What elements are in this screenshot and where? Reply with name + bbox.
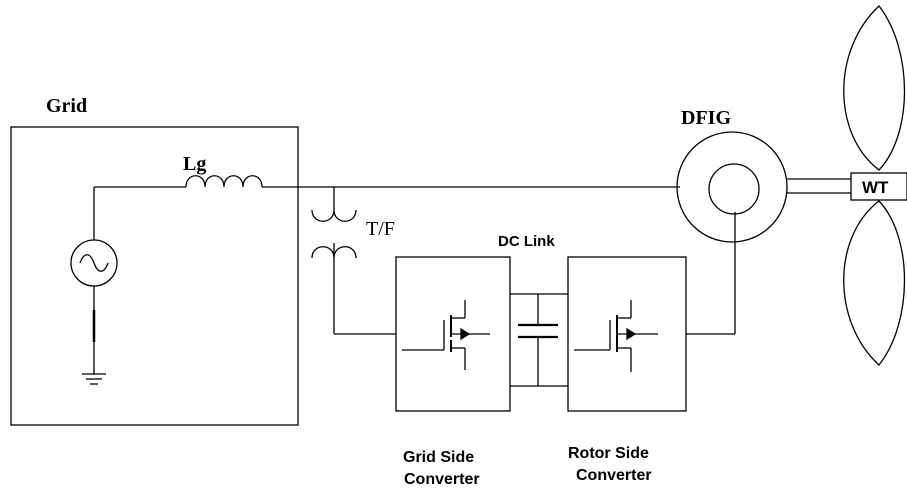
rotor-side-converter-label-line1: Rotor Side bbox=[568, 445, 649, 462]
inductor-lg-icon bbox=[94, 175, 680, 188]
grid-side-converter-label-line2: Converter bbox=[404, 471, 480, 488]
rotor-side-converter-label-line2: Converter bbox=[576, 467, 652, 484]
dfig-generator-icon bbox=[676, 131, 788, 243]
dc-link-capacitor-icon bbox=[510, 293, 568, 387]
dc-link-label: DC Link bbox=[498, 233, 555, 250]
wt-label: WT bbox=[862, 178, 889, 197]
shaft-icon bbox=[787, 178, 851, 194]
transformer-icon bbox=[311, 187, 396, 335]
grid-side-transistor-icon bbox=[402, 300, 490, 370]
dfig-label: DFIG bbox=[681, 107, 731, 129]
rotor-connection-line bbox=[686, 212, 736, 335]
ground-icon bbox=[82, 373, 106, 385]
grid-label: Grid bbox=[46, 95, 87, 117]
grid-side-converter-label-line1: Grid Side bbox=[403, 449, 474, 466]
ac-source-icon bbox=[70, 187, 118, 374]
grid-box bbox=[10, 126, 299, 426]
wt-box bbox=[850, 172, 907, 201]
rotor-side-transistor-icon bbox=[574, 300, 658, 372]
tf-label: T/F bbox=[366, 218, 395, 240]
wind-turbine-blades-icon bbox=[843, 5, 906, 366]
lg-label: Lg bbox=[183, 153, 206, 175]
grid-side-converter-box bbox=[395, 256, 511, 412]
